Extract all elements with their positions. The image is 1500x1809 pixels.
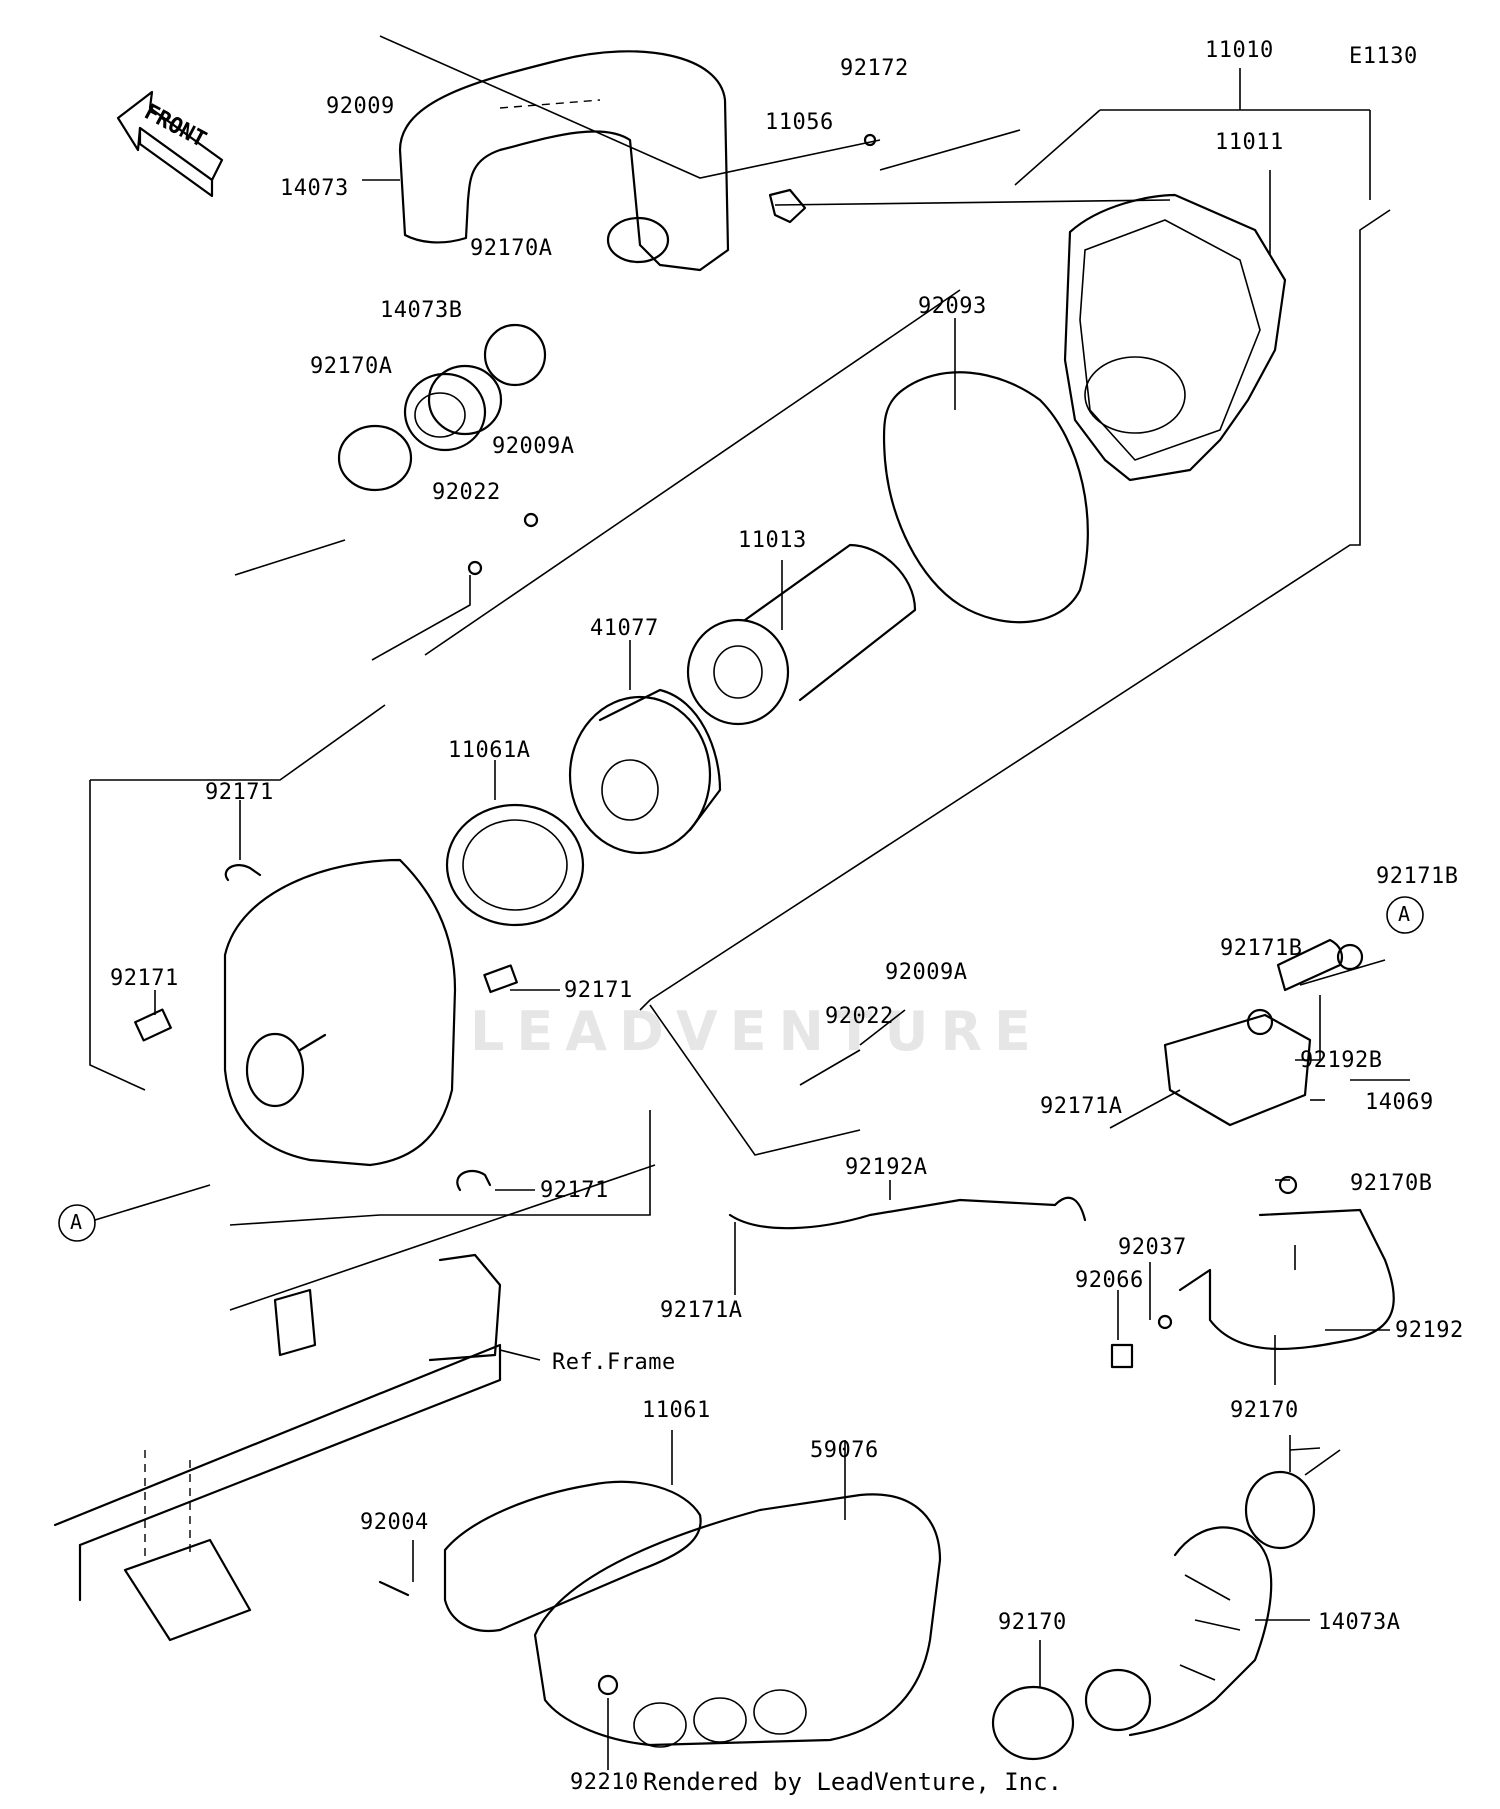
label-14073: 14073: [280, 176, 349, 201]
clip-92171-a: [224, 864, 262, 882]
label-92171b-2: 92171B: [1220, 936, 1303, 961]
label-41077: 41077: [590, 616, 659, 641]
air-filter-element-11013: [686, 543, 917, 726]
label-92170a-2: 92170A: [310, 354, 393, 379]
air-cleaner-case-11011: [1063, 193, 1287, 482]
label-92172: 92172: [840, 56, 909, 81]
label-11061a: 11061A: [448, 738, 531, 763]
label-92171a-1: 92171A: [1040, 1094, 1123, 1119]
label-59076: 59076: [810, 1438, 879, 1463]
label-92066: 92066: [1075, 1268, 1144, 1293]
diagram-code: E1130: [1349, 44, 1418, 69]
stud-92004: [378, 1580, 410, 1597]
bracket-11056: [768, 188, 807, 224]
label-92004: 92004: [360, 1510, 429, 1535]
label-11010: 11010: [1205, 38, 1274, 63]
callout-a-left-text: A: [70, 1210, 83, 1234]
clip-92171-b: [134, 1008, 172, 1042]
clip-92171-d: [456, 1169, 492, 1192]
callout-a-right: [1386, 896, 1424, 934]
label-92171a-2: 92171A: [660, 1298, 743, 1323]
frame-reference: [53, 1253, 502, 1642]
front-arrow-icon: [116, 90, 224, 198]
label-92171-3: 92171: [564, 978, 633, 1003]
washer-92022-upper: [467, 560, 483, 576]
nut-92210: [597, 1674, 619, 1696]
label-92171b-1: 92171B: [1376, 864, 1459, 889]
clamp-92170a-lower: [337, 424, 413, 492]
label-92210: 92210: [570, 1770, 639, 1795]
air-cleaner-cover: [223, 858, 457, 1167]
label-14069: 14069: [1365, 1090, 1434, 1115]
label-92171-4: 92171: [540, 1178, 609, 1203]
callout-a-left: [58, 1204, 96, 1242]
gasket-11061: [443, 1480, 702, 1633]
label-92192b: 92192B: [1300, 1048, 1383, 1073]
screw-92009a-upper: [523, 512, 539, 528]
label-92037: 92037: [1118, 1235, 1187, 1260]
label-92009: 92009: [326, 94, 395, 119]
screw-92172: [863, 133, 877, 147]
intake-duct-14073a: [1084, 1526, 1273, 1737]
label-92170-2: 92170: [998, 1610, 1067, 1635]
label-92093: 92093: [918, 294, 987, 319]
label-14073a: 14073A: [1318, 1610, 1401, 1635]
label-92171-2: 92171: [110, 966, 179, 991]
clamp-92170-lower: [991, 1685, 1075, 1761]
clip-92171-c: [483, 964, 518, 994]
label-92009a-2: 92009A: [885, 960, 968, 985]
label-92170-1: 92170: [1230, 1398, 1299, 1423]
label-92170a-1: 92170A: [470, 236, 553, 261]
label-11056: 11056: [765, 110, 834, 135]
callout-a-right-text: A: [1398, 902, 1411, 926]
gasket-92093: [882, 371, 1089, 624]
footer-credit: Rendered by LeadVenture, Inc.: [643, 1768, 1063, 1796]
label-92192a: 92192A: [845, 1155, 928, 1180]
label-92022-1: 92022: [432, 480, 501, 505]
sleeve-14073b: [403, 364, 503, 452]
intake-duct-14073: [398, 50, 730, 272]
breather-parts: [728, 938, 1395, 1369]
label-11011: 11011: [1215, 130, 1284, 155]
leader-lines: [89, 35, 1410, 1770]
clamp-92170-upper: [1244, 1470, 1316, 1550]
label-92022-2: 92022: [825, 1004, 894, 1029]
label-ref-frame: Ref.Frame: [552, 1350, 676, 1375]
clamp-92170a-upper: [483, 323, 547, 387]
element-holder-41077: [568, 688, 722, 855]
label-11013: 11013: [738, 528, 807, 553]
intake-manifold-59076: [533, 1493, 942, 1748]
label-11061: 11061: [642, 1398, 711, 1423]
label-92170b: 92170B: [1350, 1171, 1433, 1196]
label-92171-1: 92171: [205, 780, 274, 805]
label-14073b: 14073B: [380, 298, 463, 323]
watermark: LEADVENTURE: [470, 1000, 1043, 1063]
label-92009a-1: 92009A: [492, 434, 575, 459]
label-92192: 92192: [1395, 1318, 1464, 1343]
seal-11061a: [445, 803, 585, 927]
